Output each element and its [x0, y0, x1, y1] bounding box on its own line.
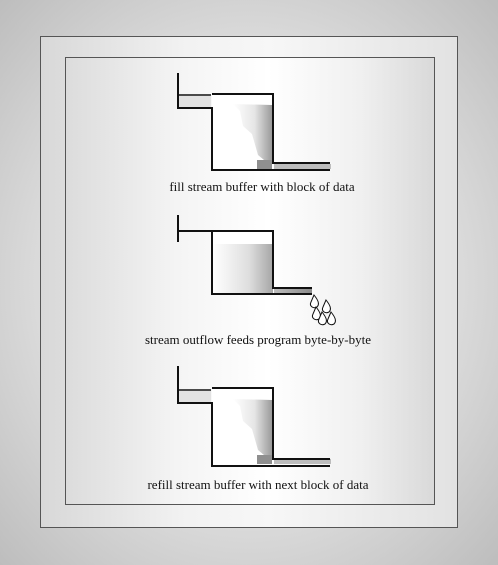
- incoming-data-block: [233, 104, 272, 168]
- byte-droplet: [310, 294, 319, 309]
- outlet-pipe: [274, 164, 331, 169]
- tank-outline: [177, 215, 312, 295]
- step-caption: fill stream buffer with block of data: [169, 179, 355, 194]
- buffer-step-drain: stream outflow feeds program byte-by-byt…: [145, 215, 371, 347]
- byte-droplet: [327, 311, 336, 326]
- buffered-data: [213, 244, 273, 294]
- buffer-step-refill: refill stream buffer with next block of …: [147, 366, 369, 492]
- byte-droplets: [310, 294, 336, 326]
- inlet-pipe: [179, 96, 211, 107]
- buffer-step-fill: fill stream buffer with block of data: [169, 73, 355, 194]
- inlet-pipe: [179, 391, 211, 402]
- data-level: [257, 160, 272, 169]
- incoming-data-block: [233, 399, 272, 463]
- step-caption: refill stream buffer with next block of …: [147, 477, 368, 492]
- step-caption: stream outflow feeds program byte-by-byt…: [145, 332, 371, 347]
- byte-droplet: [318, 311, 327, 326]
- outlet-pipe: [274, 288, 312, 294]
- outlet-pipe: [274, 459, 331, 464]
- byte-droplet: [322, 299, 331, 314]
- tank-outline: [177, 73, 330, 171]
- data-level: [257, 455, 272, 464]
